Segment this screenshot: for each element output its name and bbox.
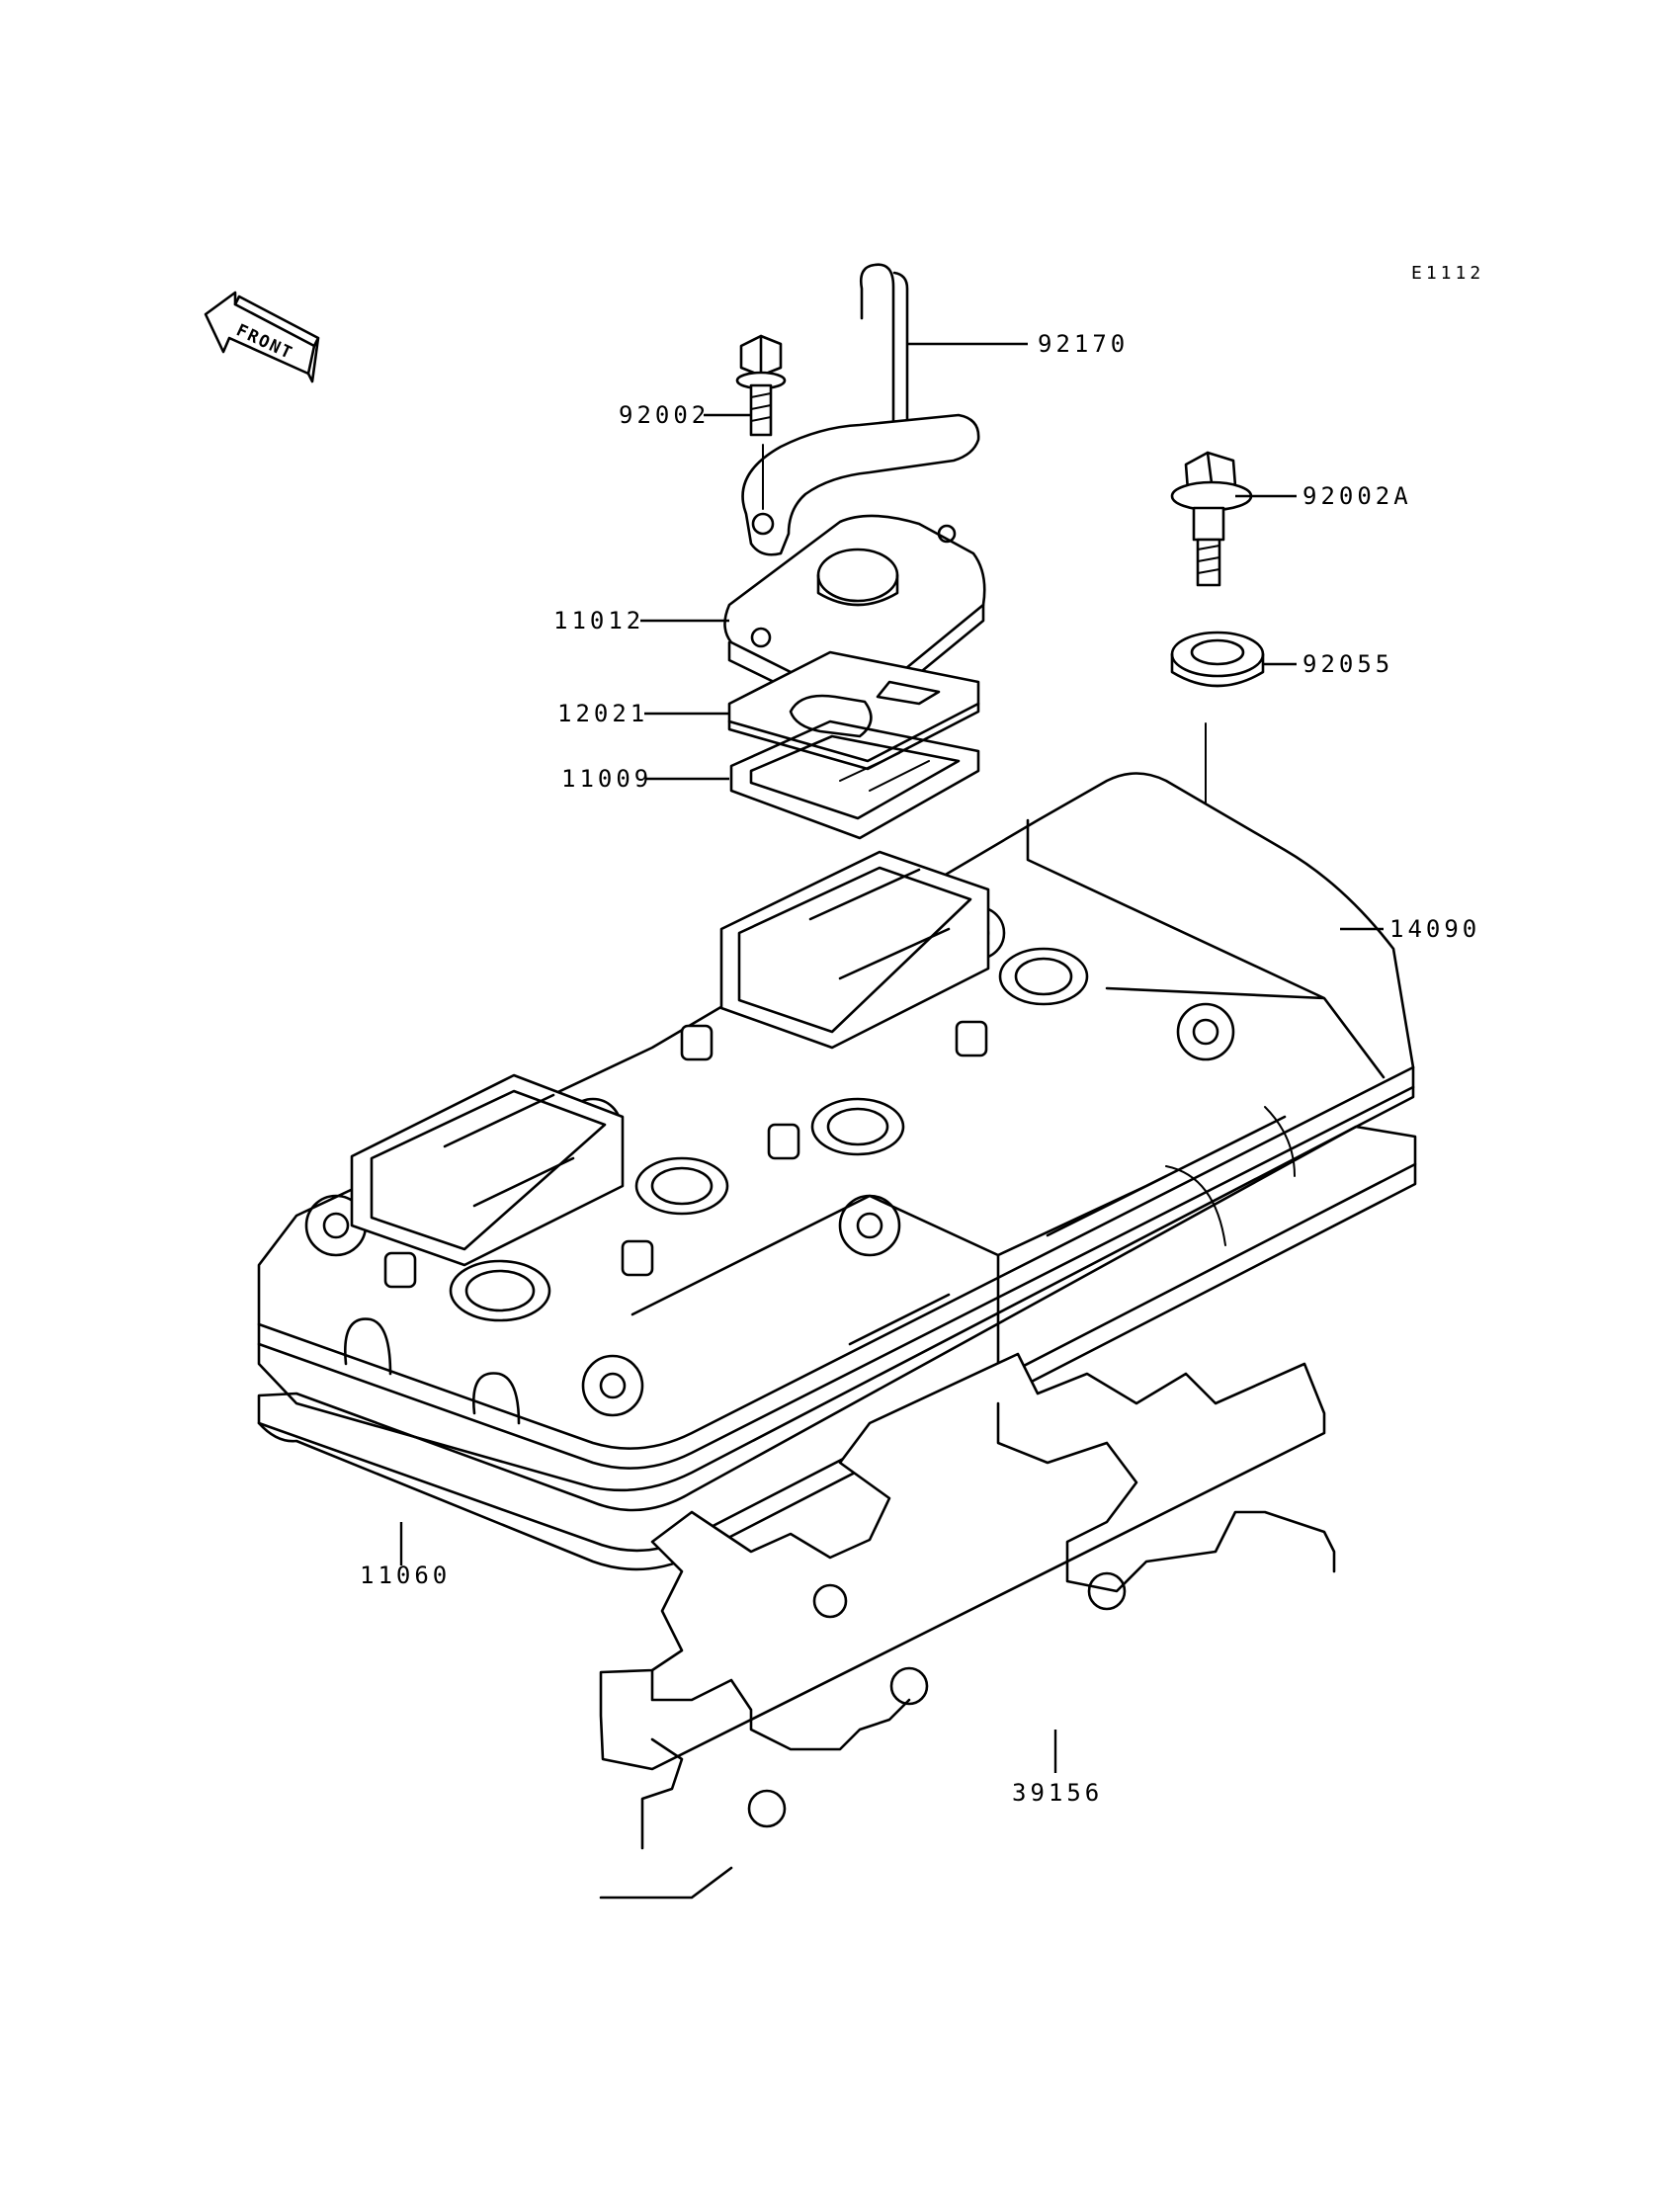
callout-39156: 39156 [1012, 1730, 1103, 1807]
callout-92055: 92055 [1263, 650, 1393, 678]
diagram-code: E1112 [1411, 263, 1484, 284]
front-arrow-icon: FRONT [204, 291, 320, 383]
svg-text:92055: 92055 [1302, 650, 1393, 678]
callout-11009: 11009 [561, 765, 729, 793]
callout-92002A: 92002A [1235, 482, 1412, 510]
bolt-92002A [1170, 451, 1253, 587]
svg-text:12021: 12021 [557, 700, 648, 727]
callout-12021: 12021 [557, 700, 729, 727]
svg-text:11060: 11060 [360, 1562, 451, 1589]
svg-text:92170: 92170 [1038, 330, 1129, 358]
clip-92170 [741, 263, 980, 556]
svg-text:39156: 39156 [1012, 1779, 1103, 1807]
svg-text:92002A: 92002A [1302, 482, 1412, 510]
callout-14090: 14090 [1340, 915, 1480, 943]
gasket-11009 [729, 719, 980, 840]
svg-text:11009: 11009 [561, 765, 652, 793]
callout-11060: 11060 [360, 1522, 451, 1589]
plate-39156 [599, 1352, 1336, 1900]
callout-92170: 92170 [907, 330, 1129, 358]
plate-12021 [727, 650, 980, 771]
svg-text:14090: 14090 [1389, 915, 1480, 943]
bolt-92002 [735, 334, 787, 510]
svg-text:92002: 92002 [619, 401, 710, 429]
callout-92002: 92002 [619, 401, 751, 429]
cylinder-head-cover-14090 [257, 772, 1415, 1492]
svg-text:11012: 11012 [553, 607, 644, 634]
callout-11012: 11012 [553, 607, 729, 634]
